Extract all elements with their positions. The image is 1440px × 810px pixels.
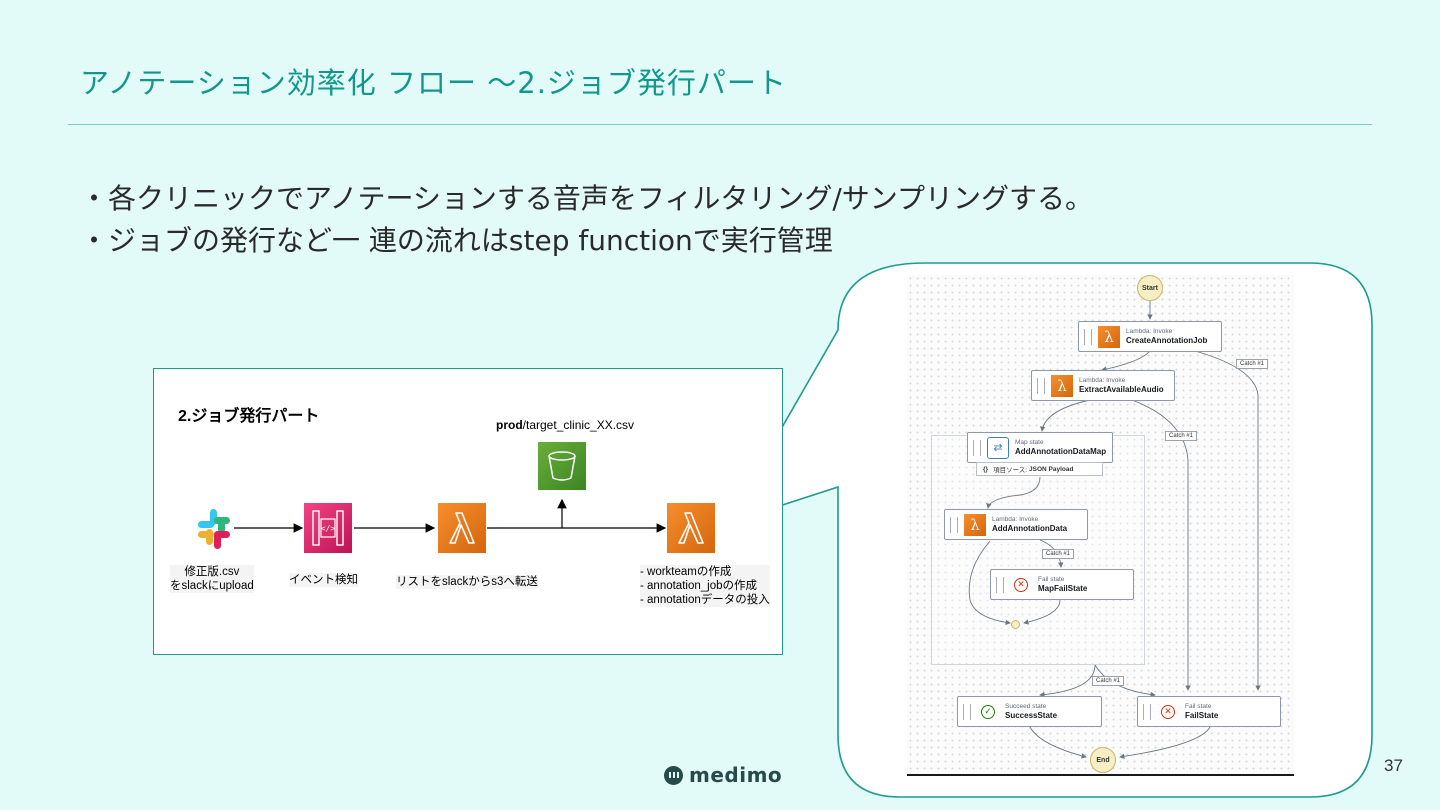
drag-handle-icon[interactable] bbox=[1037, 377, 1045, 394]
braces-icon: {} bbox=[983, 465, 989, 473]
catch-label: Catch #1 bbox=[1042, 549, 1075, 559]
drag-handle-icon[interactable] bbox=[1084, 328, 1092, 345]
graph-bottom-border bbox=[907, 774, 1294, 776]
end-node[interactable]: End bbox=[1090, 747, 1116, 773]
lambda2-caption: - workteamの作成 - annotation_jobの作成 - anno… bbox=[640, 565, 770, 607]
medimo-logo: medimo bbox=[664, 763, 782, 787]
diagram-title: 2.ジョブ発行パート bbox=[178, 408, 320, 425]
catch-label: Catch #1 bbox=[1092, 676, 1125, 686]
drag-handle-icon[interactable] bbox=[963, 703, 971, 720]
page-number: 37 bbox=[1384, 756, 1403, 775]
job-flow-diagram: 2.ジョブ発行パート prod/target_clinic_XX.csv bbox=[153, 368, 783, 655]
slide-title: アノテーション効率化 フロー ～2.ジョブ発行パート bbox=[80, 66, 787, 100]
drag-handle-icon[interactable] bbox=[996, 576, 1004, 593]
slack-icon bbox=[194, 505, 234, 551]
map-state-icon: ⇄ bbox=[987, 436, 1009, 459]
drag-handle-icon[interactable] bbox=[1143, 703, 1151, 720]
success-icon: ✓ bbox=[981, 704, 995, 719]
lambda-icon: λ bbox=[1051, 374, 1073, 397]
lambda-icon: λ bbox=[964, 513, 986, 536]
item-source-badge: {}項目ソース:JSON Payload bbox=[976, 462, 1103, 476]
map-end-node bbox=[1011, 620, 1020, 629]
bullet-item: ・ジョブの発行など一 連の流れはstep functionで実行管理 bbox=[80, 224, 833, 257]
fail-icon: ✕ bbox=[1161, 704, 1175, 719]
api-caption: イベント検知 bbox=[289, 573, 358, 587]
slack-caption: 修正版.csv をslackにupload bbox=[170, 565, 254, 593]
catch-label: Catch #1 bbox=[1236, 359, 1269, 369]
drag-handle-icon[interactable] bbox=[950, 516, 958, 533]
start-node[interactable]: Start bbox=[1137, 275, 1163, 301]
svg-text:</>: </> bbox=[321, 524, 336, 533]
title-divider bbox=[68, 124, 1372, 125]
fail-icon: ✕ bbox=[1014, 577, 1028, 592]
catch-label: Catch #1 bbox=[1165, 431, 1198, 441]
lambda-icon bbox=[667, 503, 715, 553]
drag-handle-icon[interactable] bbox=[973, 439, 981, 456]
s3-path-label: prod/target_clinic_XX.csv bbox=[496, 418, 635, 432]
bullet-list: ・各クリニックでアノテーションする音声をフィルタリング/サンプリングする。 ・ジ… bbox=[80, 178, 1093, 262]
api-gateway-icon: </> bbox=[304, 503, 352, 553]
logo-mark-icon bbox=[664, 765, 683, 785]
s3-bucket-icon bbox=[538, 442, 586, 490]
lambda1-caption: リストをslackからs3へ転送 bbox=[396, 575, 538, 589]
flow-arrows bbox=[234, 498, 667, 533]
lambda-icon bbox=[438, 503, 486, 553]
bullet-item: ・各クリニックでアノテーションする音声をフィルタリング/サンプリングする。 bbox=[80, 182, 1093, 215]
lambda-icon: λ bbox=[1098, 325, 1120, 348]
